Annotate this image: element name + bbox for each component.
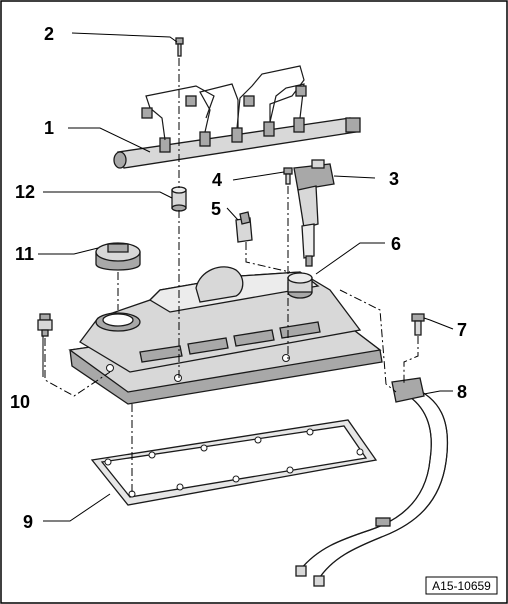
spacer-sleeve xyxy=(171,186,187,212)
assembly-lines xyxy=(44,58,419,492)
callout-9: 9 xyxy=(23,512,33,532)
cylinder-head-cover xyxy=(68,266,383,405)
breather-hose xyxy=(295,377,449,587)
figure-id-label: A15-10659 xyxy=(432,579,491,593)
callout-5: 5 xyxy=(211,199,221,219)
clamp-clip xyxy=(235,211,253,243)
clamp-bolt xyxy=(283,167,293,185)
cover-gasket xyxy=(90,419,378,506)
callout-6: 6 xyxy=(391,234,401,254)
leader-lines xyxy=(38,32,454,522)
callout-11: 11 xyxy=(15,244,34,264)
fuel-rail xyxy=(113,65,361,169)
callout-12: 12 xyxy=(15,182,35,202)
cover-bolt xyxy=(37,313,53,337)
callout-10: 10 xyxy=(10,392,30,412)
hose-bolt xyxy=(411,313,425,336)
callout-8: 8 xyxy=(457,382,467,402)
callout-2: 2 xyxy=(44,24,54,44)
callout-3: 3 xyxy=(389,169,399,189)
injector xyxy=(293,159,335,267)
callout-4: 4 xyxy=(212,170,222,190)
oil-filler-cap xyxy=(95,242,141,271)
callout-1: 1 xyxy=(44,118,54,138)
figure-id-box xyxy=(425,576,498,595)
callout-7: 7 xyxy=(457,320,467,340)
